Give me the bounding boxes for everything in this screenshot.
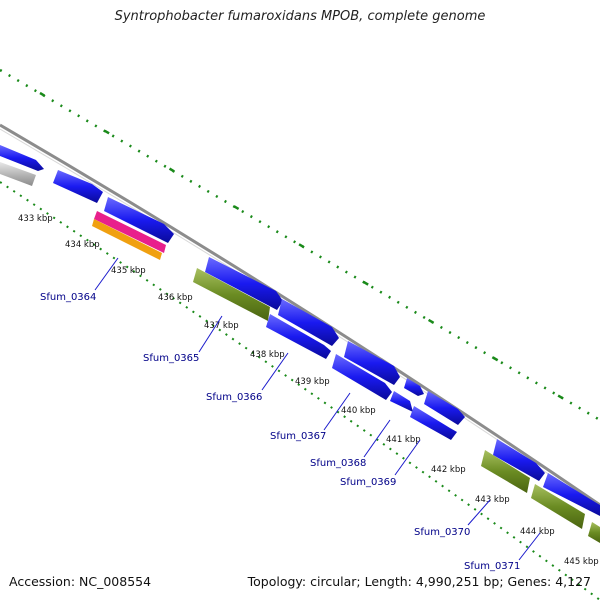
kbp-label: 438 kbp: [250, 350, 285, 360]
gene-arrow-grey[interactable]: [0, 162, 36, 186]
kbp-label: 434 kbp: [65, 240, 100, 250]
kbp-label: 443 kbp: [475, 495, 510, 505]
genome-summary-text: Topology: circular; Length: 4,990,251 bp…: [247, 574, 591, 589]
gene-arrow[interactable]: [104, 197, 174, 243]
gene-arrow[interactable]: [543, 473, 600, 516]
kbp-label: 440 kbp: [341, 406, 376, 416]
gene-label-sfum-0367[interactable]: Sfum_0367: [270, 431, 326, 442]
gene-label-sfum-0370[interactable]: Sfum_0370: [414, 527, 470, 538]
label-leaders: [94, 257, 541, 561]
feature-track[interactable]: [0, 145, 600, 543]
rna-magenta[interactable]: [94, 211, 166, 253]
gene-arrow[interactable]: [344, 341, 400, 385]
gene-labels[interactable]: Sfum_0364 Sfum_0365 Sfum_0366 Sfum_0367 …: [40, 292, 520, 572]
rna-orange[interactable]: [92, 219, 162, 260]
gene-arrow-highlight[interactable]: [193, 268, 270, 321]
gene-arrow-highlight[interactable]: [481, 450, 530, 493]
kbp-label: 437 kbp: [204, 321, 239, 331]
gene-arrow[interactable]: [404, 378, 424, 396]
gene-arrow-highlight[interactable]: [531, 484, 585, 529]
accession-text: Accession: NC_008554: [9, 574, 152, 589]
kbp-label: 444 kbp: [520, 527, 555, 537]
gene-label-sfum-0371[interactable]: Sfum_0371: [464, 561, 520, 572]
gene-arrow[interactable]: [410, 406, 457, 440]
kbp-label: 435 kbp: [111, 266, 146, 276]
gene-arrow[interactable]: [424, 391, 465, 425]
kbp-label: 439 kbp: [295, 377, 330, 387]
gene-arrow[interactable]: [390, 391, 413, 412]
gene-arrow[interactable]: [278, 299, 339, 346]
kbp-label: 433 kbp: [18, 214, 53, 224]
gene-label-sfum-0368[interactable]: Sfum_0368: [310, 458, 366, 469]
gene-label-sfum-0366[interactable]: Sfum_0366: [206, 392, 262, 403]
gene-arrow[interactable]: [205, 257, 283, 310]
kbp-label: 445 kbp: [564, 557, 599, 567]
gene-arrow[interactable]: [493, 439, 545, 481]
gene-arrow[interactable]: [0, 145, 44, 171]
gene-arrow[interactable]: [332, 354, 392, 400]
map-title: Syntrophobacter fumaroxidans MPOB, compl…: [114, 9, 486, 24]
kbp-scale: 433 kbp 434 kbp 435 kbp 436 kbp 437 kbp …: [18, 214, 599, 567]
kbp-label: 436 kbp: [158, 293, 193, 303]
gene-label-sfum-0364[interactable]: Sfum_0364: [40, 292, 96, 303]
kbp-label: 441 kbp: [386, 435, 421, 445]
gene-arrow[interactable]: [266, 314, 331, 359]
gene-label-sfum-0365[interactable]: Sfum_0365: [143, 353, 199, 364]
gene-arrow[interactable]: [53, 170, 103, 203]
gene-label-sfum-0369[interactable]: Sfum_0369: [340, 477, 396, 488]
kbp-label: 442 kbp: [431, 465, 466, 475]
gene-arrow-highlight[interactable]: [588, 522, 600, 543]
inner-tick-ring: [0, 181, 600, 600]
